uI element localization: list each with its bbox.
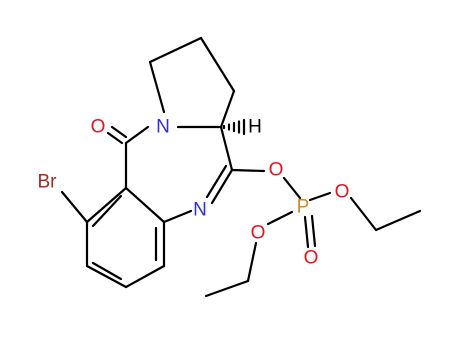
bond [199,36,236,93]
bond [148,60,166,114]
bond [91,261,123,281]
bond [205,164,228,199]
phosphate-group [204,168,422,298]
br-bond [60,190,89,224]
nitrogen-imine-label: N [193,200,207,221]
bond [162,209,193,224]
bond [148,36,203,64]
bond [219,125,234,172]
nitrogen-ring-label: N [156,117,170,138]
bond [85,264,128,289]
benzene-ring [85,186,166,289]
oxygen-ester3-label: O [251,223,266,244]
bond [124,125,150,145]
bromine-label: Br [38,172,58,193]
bond [85,186,128,224]
bond [124,186,166,224]
bond [210,168,234,205]
stereo-hash-bond [222,118,246,136]
oxygen-ester1-label: O [269,160,284,181]
pyrrolidine-ring [148,36,236,129]
oxygen-ester2-label: O [335,182,350,203]
phosphorus-label: P [297,197,310,218]
oxygen-phosphoryl-label: O [304,248,319,269]
bond [219,89,236,129]
diazepine-ring [124,125,234,224]
bond [91,194,123,228]
oxygen-carbonyl-label: O [91,117,106,138]
hydrogen-label: H [248,117,262,138]
bond [124,264,166,289]
carbonyl-bond [106,125,128,145]
